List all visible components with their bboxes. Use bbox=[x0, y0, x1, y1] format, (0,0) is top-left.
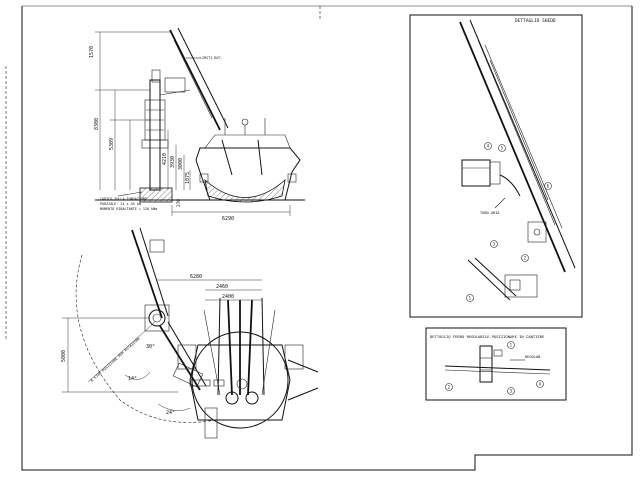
elevation-view: 1570 8300 5309 4210 3930 3000 1075 6290 … bbox=[89, 27, 305, 222]
detail-bracket-frame bbox=[425, 327, 567, 401]
dim-8300: 8300 bbox=[94, 118, 100, 130]
foundation-note-3: MOMENTO RIBALTANTE = 120 kNm bbox=[100, 207, 157, 211]
callout-4: 4 bbox=[484, 142, 492, 150]
bracket-callout-1: 1 bbox=[507, 341, 515, 349]
pivot-circle bbox=[148, 309, 166, 327]
svg-text:3: 3 bbox=[493, 242, 496, 247]
callout-2: 2 bbox=[521, 254, 529, 262]
angle-14: 14° bbox=[128, 376, 137, 382]
plan-view: 6280 2460 2400 5000 14° 24° 30° R 5700 P… bbox=[61, 227, 319, 439]
plan-dim-5000: 5000 bbox=[61, 350, 67, 362]
detail-chute-frame bbox=[409, 14, 583, 318]
svg-text:1: 1 bbox=[510, 343, 513, 348]
svg-text:6: 6 bbox=[547, 184, 550, 189]
plan-dim-2460: 2460 bbox=[216, 284, 228, 290]
dim-1570: 1570 bbox=[89, 46, 95, 58]
dim-3930: 3930 bbox=[170, 156, 176, 168]
svg-text:4: 4 bbox=[487, 144, 490, 149]
svg-text:2: 2 bbox=[448, 385, 451, 390]
plan-dim-2400: 2400 bbox=[222, 294, 234, 300]
bracket-callout-2: 2 bbox=[445, 383, 453, 391]
bracket-callout-3: 3 bbox=[507, 387, 515, 395]
angle-30: 30° bbox=[146, 344, 155, 350]
dim-6290: 6290 bbox=[222, 216, 234, 222]
detail-bracket: DETTAGLIO FERRO REGOLABILE-POSIZIONARE I… bbox=[425, 327, 567, 401]
svg-text:3: 3 bbox=[510, 389, 513, 394]
callout-3: 3 bbox=[490, 240, 498, 248]
foundation-block bbox=[139, 187, 173, 203]
bracket-label: REGOLAB. bbox=[525, 355, 542, 359]
sheet-border bbox=[5, 5, 633, 471]
svg-text:2: 2 bbox=[524, 256, 527, 261]
label-tubo-aria: TUBO ARIA bbox=[480, 211, 500, 215]
svg-text:5: 5 bbox=[501, 146, 504, 151]
callout-1: 1 bbox=[466, 294, 474, 302]
angle-24: 24° bbox=[166, 410, 175, 416]
dim-4210: 4210 bbox=[162, 153, 168, 165]
dim-270: 270 bbox=[176, 199, 182, 207]
svg-text:1: 1 bbox=[469, 296, 472, 301]
dim-3000: 3000 bbox=[178, 158, 184, 170]
foundation-note-2: PARZIALE: 24 x 45 kN bbox=[100, 202, 141, 206]
vessel-shell bbox=[195, 147, 301, 201]
plan-dim-6280: 6280 bbox=[190, 274, 202, 280]
dim-1075: 1075 bbox=[185, 172, 191, 184]
dim-5309: 5309 bbox=[109, 138, 115, 150]
callout-6: 6 bbox=[544, 182, 552, 190]
svg-text:4: 4 bbox=[539, 382, 542, 387]
foundation-note-1: CARICO SULLA FONDAZIONE bbox=[100, 197, 147, 201]
top-tag: LIMITI ROT. bbox=[200, 56, 222, 60]
detail-chute-title: DETTAGLIO SHEDD bbox=[515, 18, 556, 24]
bracket-callout-4: 4 bbox=[536, 380, 544, 388]
callout-5: 5 bbox=[498, 144, 506, 152]
detail-bracket-title: DETTAGLIO FERRO REGOLABILE-POSIZIONARE I… bbox=[430, 334, 545, 339]
detail-chute: DETTAGLIO SHEDD TUBO ARIA 1 2 bbox=[409, 14, 583, 318]
